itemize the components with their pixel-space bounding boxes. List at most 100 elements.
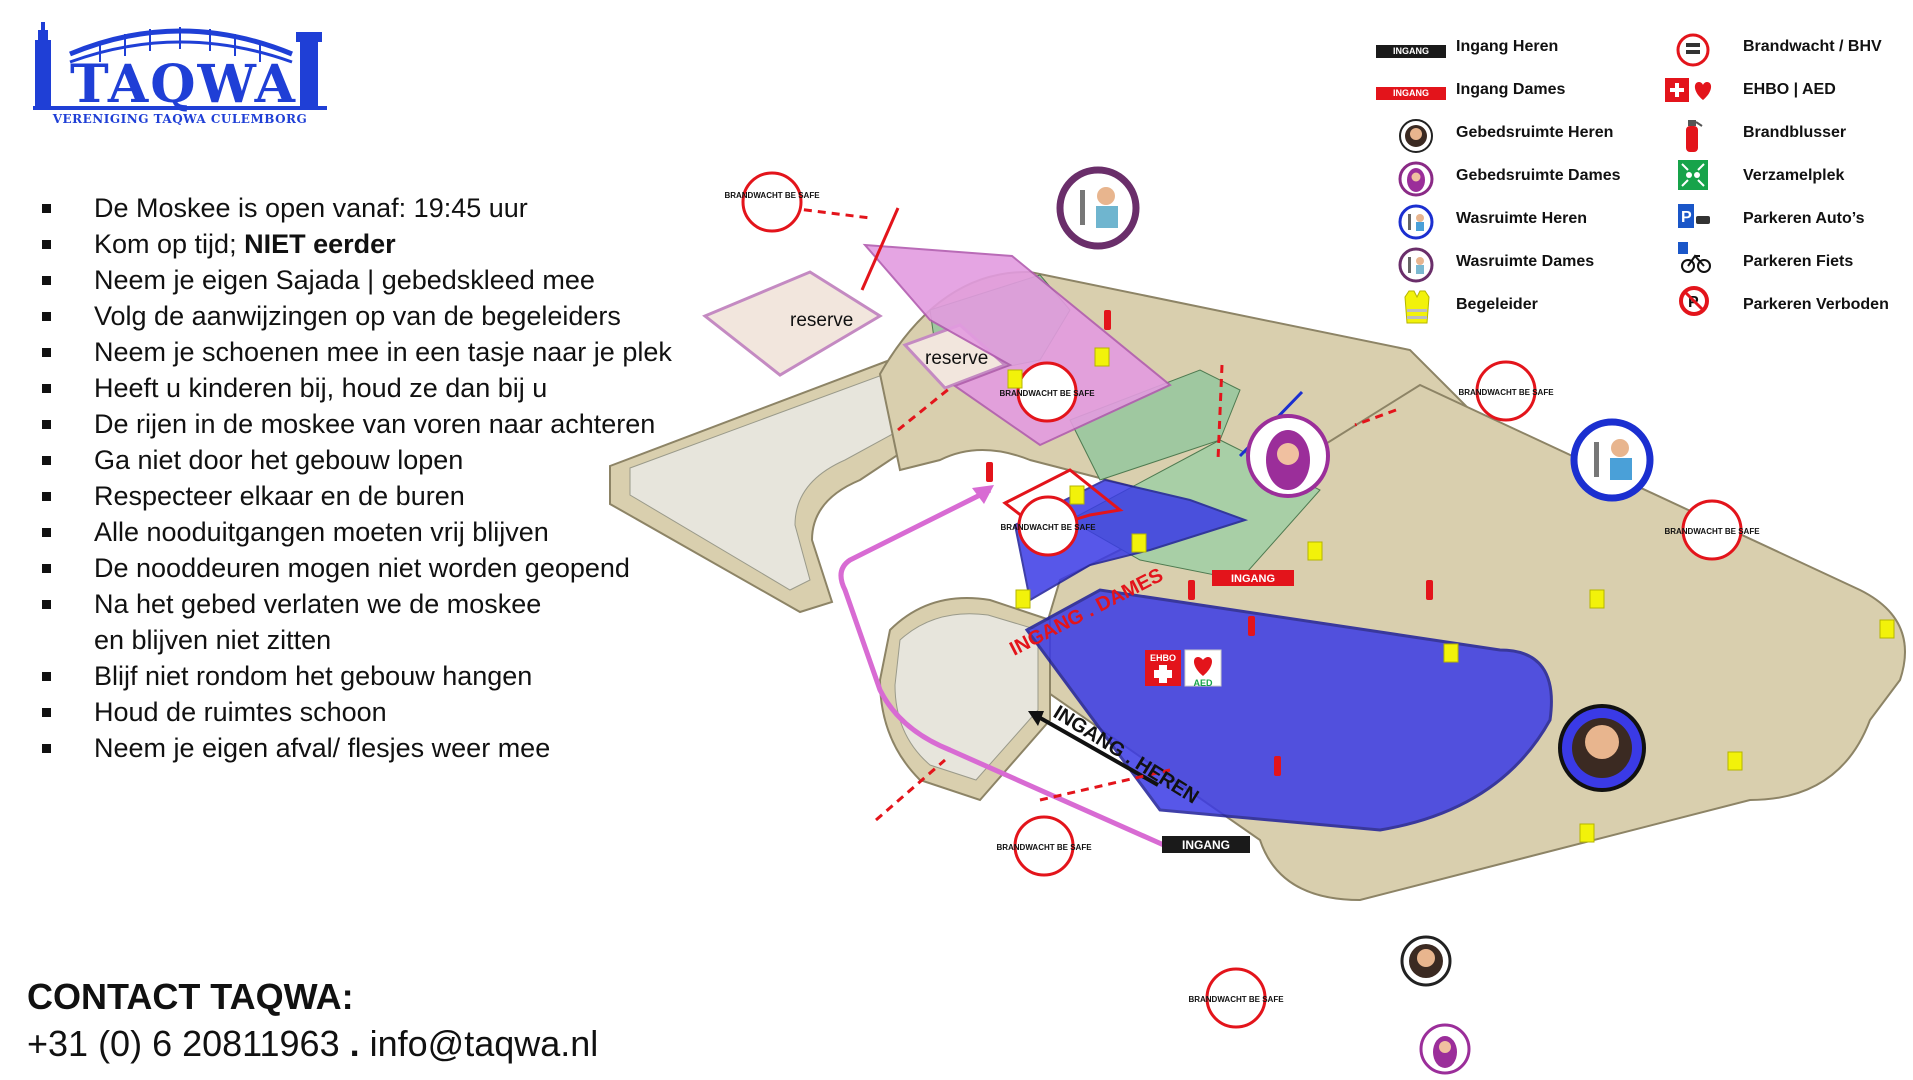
bike-parking-icon xyxy=(1678,242,1711,273)
svg-text:BRANDWACHT BE SAFE: BRANDWACHT BE SAFE xyxy=(1458,388,1554,397)
svg-text:BRANDWACHT BE SAFE: BRANDWACHT BE SAFE xyxy=(1188,995,1284,1004)
ehbo-cross-h xyxy=(1154,670,1172,678)
legend-label: EHBO | AED xyxy=(1743,81,1836,98)
svg-text:BRANDWACHT BE SAFE: BRANDWACHT BE SAFE xyxy=(1000,523,1096,532)
exit-line-4 xyxy=(1354,408,1397,427)
rule-item: Ga niet door het gebouw lopen xyxy=(38,442,738,478)
reserve-room-1 xyxy=(702,270,883,377)
legend-label: Parkeren Verboden xyxy=(1743,296,1889,313)
entrance-tag-heren-text: INGANG xyxy=(1182,838,1230,852)
entrance-red-tag-icon: INGANG xyxy=(1376,83,1446,101)
entrance-tag-dames-text: INGANG xyxy=(1231,573,1275,585)
vest-marker xyxy=(1007,369,1023,389)
fire-extinguisher-icon xyxy=(1686,120,1703,152)
extinguisher-marker xyxy=(1188,580,1195,600)
women-prayer-route-icon xyxy=(1419,1023,1471,1075)
extinguisher-marker xyxy=(1248,616,1255,636)
legend-label: Begeleider xyxy=(1456,296,1538,313)
legend-label: Wasruimte Heren xyxy=(1456,210,1587,227)
route-heren-arrow xyxy=(1028,711,1044,726)
legend-label: Gebedsruimte Heren xyxy=(1456,124,1614,141)
men-prayer-map-icon xyxy=(1558,704,1646,792)
svg-text:BRANDWACHT BE SAFE: BRANDWACHT BE SAFE xyxy=(1664,527,1760,536)
green-rooms-center xyxy=(1069,369,1241,481)
legend-label: Verzamelplek xyxy=(1743,167,1845,184)
vest-marker xyxy=(1727,751,1743,771)
logo-wordmark: TAQWA xyxy=(70,54,297,115)
contact-title: CONTACT TAQWA: xyxy=(27,976,354,1017)
route-heren-line xyxy=(1034,713,1159,787)
taqwa-logo: TAQWA VERENIGING TAQWA CULEMBORG xyxy=(30,18,330,130)
svg-text:P: P xyxy=(1681,209,1692,226)
svg-text:BRANDWACHT BE SAFE: BRANDWACHT BE SAFE xyxy=(724,191,820,200)
route-dames-arrow xyxy=(972,485,994,504)
vest-marker xyxy=(1094,347,1110,367)
contact-details: +31 (0) 6 20811963 . info@taqwa.nl xyxy=(27,1023,598,1065)
aed-heart-icon xyxy=(1193,657,1213,676)
ehbo-text: EHBO xyxy=(1150,653,1176,663)
contact-phone: +31 (0) 6 20811963 xyxy=(27,1023,340,1064)
left-wing-floor xyxy=(629,373,911,591)
fire-watch-badge: BRANDWACHT BE SAFE xyxy=(996,815,1092,877)
fire-watch-badge: BRANDWACHT BE SAFE xyxy=(724,171,820,233)
no-parking-icon: P xyxy=(1679,286,1709,316)
rule-item: Volg de aanwijzingen op van de begeleide… xyxy=(38,298,738,334)
rule-item: Neem je schoenen mee in een tasje naar j… xyxy=(38,334,738,370)
exit-line-5 xyxy=(875,758,946,822)
rule-item: Kom op tijd; NIET eerder xyxy=(38,226,738,262)
vest-marker xyxy=(1579,823,1595,843)
extinguisher-marker xyxy=(986,462,993,482)
women-wash-arrow xyxy=(860,207,900,291)
women-wash-map-icon xyxy=(1056,166,1140,250)
rule-item: Alle nooduitgangen moeten vrij blijven xyxy=(38,514,738,550)
legend-label: Parkeren Auto’s xyxy=(1743,210,1865,227)
vest-marker xyxy=(1015,589,1031,609)
women-prayer-area xyxy=(862,243,1172,447)
reserve-label-2: reserve xyxy=(925,348,988,369)
vest-marker xyxy=(1443,643,1459,663)
svg-text:BRANDWACHT BE SAFE: BRANDWACHT BE SAFE xyxy=(999,389,1095,398)
bridge-logo-icon xyxy=(33,22,327,110)
car-parking-icon: P xyxy=(1678,204,1710,228)
vest-marker xyxy=(1069,485,1085,505)
floor-plan: reserve reserve INGANG . DAMES INGANG . … xyxy=(609,166,1906,1075)
exit-line-1 xyxy=(789,206,871,220)
men-wash-map-icon xyxy=(1570,418,1654,502)
women-prayer-map-icon xyxy=(1246,414,1330,498)
man-prayer-icon xyxy=(1399,119,1433,153)
legend-label: Parkeren Fiets xyxy=(1743,253,1854,270)
exit-line-3 xyxy=(1216,364,1224,461)
legend-label: Brandwacht / BHV xyxy=(1743,38,1882,55)
logo-subtitle: VERENIGING TAQWA CULEMBORG xyxy=(52,112,308,126)
legend-label: Ingang Heren xyxy=(1456,38,1559,55)
reserve-room-2 xyxy=(902,323,1008,390)
svg-text:BRANDWACHT BE SAFE: BRANDWACHT BE SAFE xyxy=(996,843,1092,852)
fire-watch-badge: BRANDWACHT BE SAFE xyxy=(1000,495,1096,557)
legend-label: Brandblusser xyxy=(1743,124,1847,141)
entrance-black-tag-icon: INGANG xyxy=(1376,41,1446,59)
legend-label: Ingang Dames xyxy=(1456,81,1566,98)
route-dames xyxy=(838,487,1177,853)
entrance-tag-heren xyxy=(1162,836,1250,853)
extinguisher-marker xyxy=(1274,756,1281,776)
men-prayer-route-icon xyxy=(1400,935,1452,987)
legend-label: Gebedsruimte Dames xyxy=(1456,167,1621,184)
vest-marker xyxy=(1307,541,1323,561)
rule-item: Heeft u kinderen bij, houd ze dan bij u xyxy=(38,370,738,406)
rules-list: De Moskee is open vanaf: 19:45 uur Kom o… xyxy=(38,190,738,766)
extinguisher-marker xyxy=(1104,310,1111,330)
women-wash-icon xyxy=(1398,247,1434,283)
fire-watch-badge: BRANDWACHT BE SAFE xyxy=(1188,967,1284,1029)
fire-watch-badge: BRANDWACHT BE SAFE xyxy=(999,361,1095,423)
assembly-point-icon xyxy=(1678,160,1708,190)
rule-item: Respecteer elkaar en de buren xyxy=(38,478,738,514)
fire-watch-badge: BRANDWACHT BE SAFE xyxy=(1458,360,1554,422)
rule-item: De nooddeuren mogen niet worden geopend xyxy=(38,550,738,586)
first-aid-aed-icon xyxy=(1665,78,1712,102)
rule-item: Houd de ruimtes schoon xyxy=(38,694,738,730)
fire-watch-icon xyxy=(1676,33,1710,67)
vest-marker xyxy=(1879,619,1895,639)
safety-vest-icon xyxy=(1404,290,1430,324)
contact-email: info@taqwa.nl xyxy=(369,1023,599,1064)
